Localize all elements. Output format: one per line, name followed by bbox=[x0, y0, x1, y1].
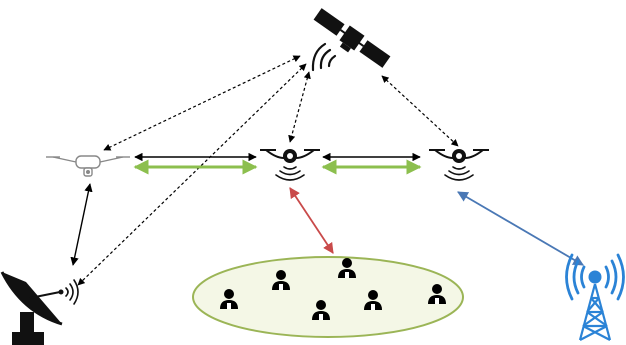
links bbox=[70, 55, 584, 286]
link-satellite-drone-left bbox=[103, 55, 301, 151]
user-icon bbox=[338, 258, 356, 278]
drone-icon bbox=[429, 149, 489, 181]
satellite-icon bbox=[311, 8, 391, 72]
cell-tower-icon bbox=[565, 253, 625, 341]
user-icon bbox=[220, 289, 238, 309]
user-icon bbox=[312, 300, 330, 320]
drone-icon bbox=[260, 149, 320, 181]
user-icon bbox=[364, 290, 382, 310]
user-cluster-ellipse bbox=[192, 256, 464, 338]
user-icon bbox=[428, 284, 446, 304]
link-satellite-drone-middle bbox=[288, 71, 311, 143]
user-cluster bbox=[220, 258, 446, 320]
link-satellite-ground-station bbox=[77, 63, 307, 286]
user-icon bbox=[272, 270, 290, 290]
link-drone-middle-user-cluster bbox=[289, 187, 334, 254]
satellite-dish-icon bbox=[0, 271, 79, 345]
link-drone-right-cell-tower bbox=[457, 191, 584, 266]
drone-icon bbox=[46, 155, 130, 177]
link-drone-left-ground-station bbox=[70, 183, 93, 266]
link-satellite-drone-right bbox=[381, 75, 459, 147]
